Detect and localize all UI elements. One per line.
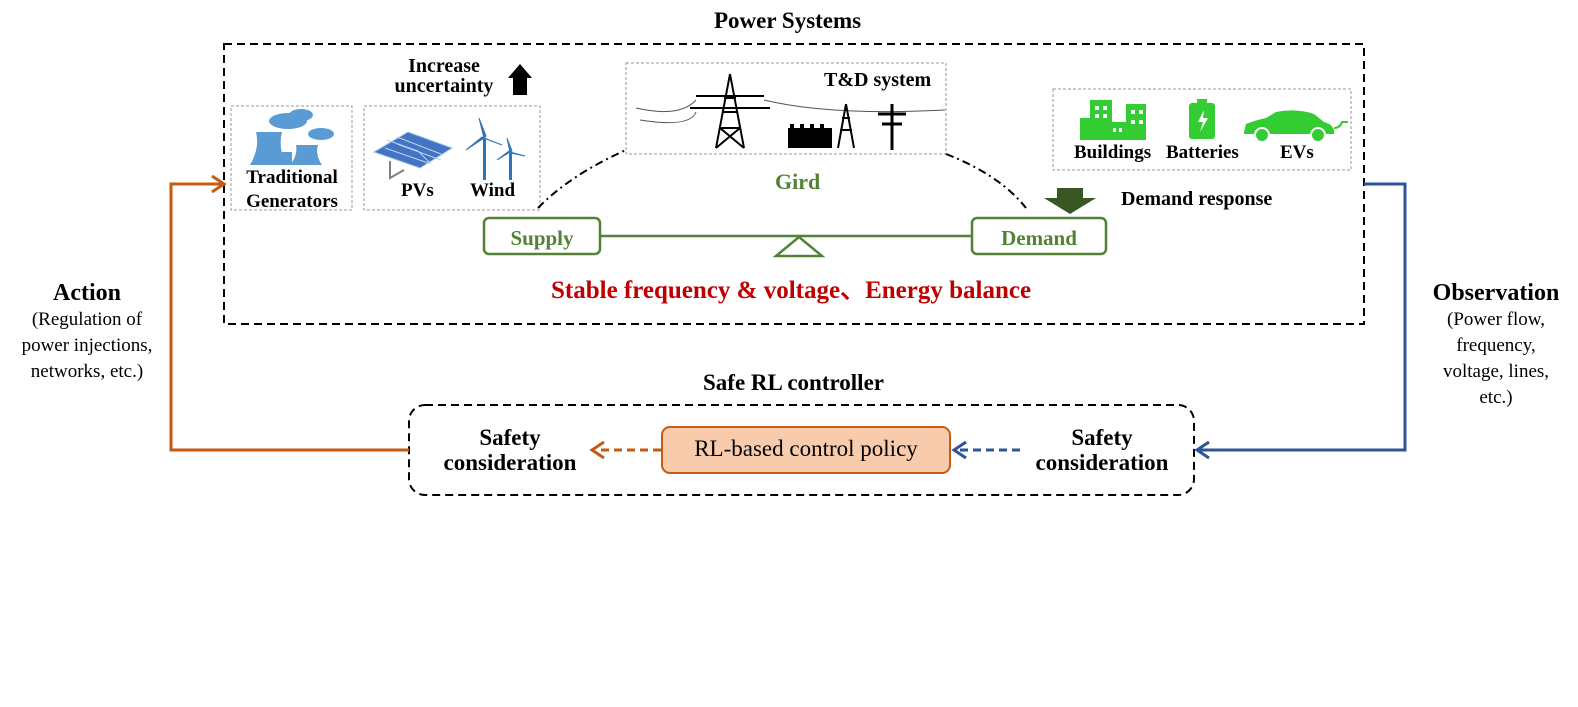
observation-detail-line3: voltage, lines,	[1442, 361, 1550, 382]
battery-icon	[1189, 99, 1215, 139]
policy-to-safety-arrowhead	[589, 440, 605, 460]
increase-uncertainty-line1: Increase	[408, 55, 480, 77]
action-label: Action (Regulation of power injections, …	[2, 279, 172, 385]
grid-arc-right	[945, 153, 1027, 209]
wind-label: Wind	[470, 180, 516, 201]
policy-label: RL-based control policy	[694, 436, 918, 461]
demand-label: Demand	[1001, 226, 1077, 250]
renewables-box	[363, 105, 541, 211]
power-lines	[635, 99, 946, 124]
traditional-generators-label: Traditional Generators	[232, 166, 352, 214]
buildings-icon	[1080, 100, 1146, 140]
demand-side-box	[1052, 88, 1352, 171]
td-system-label: T&D system	[824, 69, 932, 91]
increase-uncertainty-line2: uncertainty	[394, 75, 494, 97]
batteries-label: Batteries	[1166, 142, 1239, 163]
grid-arc-left	[537, 149, 627, 209]
substation-icon	[788, 124, 832, 148]
action-arrowhead	[211, 174, 227, 194]
safety-right-line1: Safety	[1071, 425, 1133, 450]
supply-label: Supply	[510, 226, 574, 250]
evs-label: EVs	[1280, 142, 1314, 163]
action-arrow	[169, 182, 409, 452]
buildings-label: Buildings	[1074, 142, 1152, 163]
safety-left-line1: Safety	[479, 425, 541, 450]
action-detail-line2: power injections,	[21, 335, 153, 356]
safety-right-label: Safety consideration	[1018, 425, 1186, 475]
transmission-tower-icon	[690, 73, 770, 149]
action-title: Action	[53, 280, 121, 306]
controller-title: Safe RL controller	[703, 370, 884, 395]
power-systems-title: Power Systems	[714, 8, 862, 33]
safety-to-policy-arrowhead	[951, 440, 967, 460]
observation-title: Observation	[1432, 280, 1560, 306]
power-plant-icon	[250, 109, 334, 165]
action-detail-line3: networks, etc.)	[30, 361, 144, 382]
generators-box	[230, 105, 353, 211]
balance-fulcrum	[772, 235, 826, 258]
demand-response-label: Demand response	[1121, 188, 1273, 210]
safety-right-line2: consideration	[1035, 450, 1169, 475]
safety-left-line2: consideration	[443, 450, 577, 475]
td-system-box	[625, 62, 947, 155]
observation-arrowhead	[1194, 440, 1210, 460]
demand-response-arrow-icon	[1044, 188, 1096, 214]
action-detail-line1: (Regulation of	[31, 309, 143, 330]
observation-detail-line4: etc.)	[1479, 387, 1513, 408]
increase-uncertainty-label: Increase uncertainty	[388, 56, 500, 96]
safety-left-label: Safety consideration	[425, 425, 595, 475]
small-tower-icon	[837, 103, 855, 149]
traditional-generators-line2: Generators	[246, 191, 338, 212]
wind-turbine-icon	[465, 117, 526, 180]
traditional-generators-line1: Traditional	[246, 167, 338, 188]
solar-panel-icon	[372, 131, 454, 180]
observation-detail-line2: frequency,	[1456, 335, 1536, 356]
up-arrow-icon	[508, 64, 532, 95]
pvs-label: PVs	[401, 180, 434, 201]
utility-pole-icon	[878, 104, 906, 150]
ev-car-icon	[1244, 110, 1348, 143]
grid-label: Gird	[775, 169, 821, 194]
observation-detail-line1: (Power flow,	[1447, 309, 1545, 330]
observation-label: Observation (Power flow, frequency, volt…	[1414, 279, 1578, 411]
observation-arrow	[1198, 182, 1407, 452]
policy-box	[661, 426, 951, 474]
balance-text: Stable frequency & voltage、Energy balanc…	[551, 277, 1032, 304]
